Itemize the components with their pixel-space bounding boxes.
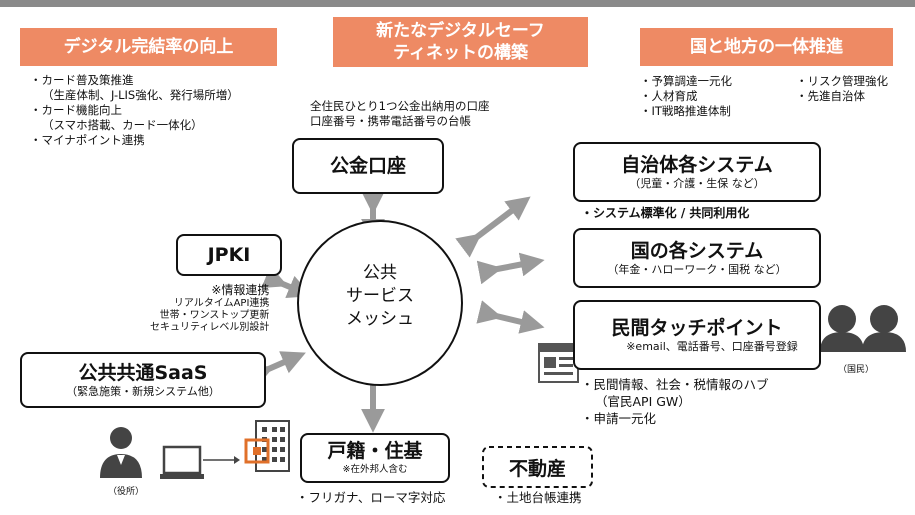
office-label: （役所） — [108, 487, 145, 497]
arrow-saas-hub — [247, 351, 306, 388]
laptop-icon — [160, 445, 204, 479]
header-digital-completion: デジタル完結率の向上 — [20, 28, 277, 66]
center-note: 全住民ひとり1つ公金出納用の口座 口座番号・携帯電話番号の台帳 — [310, 99, 490, 128]
citizen-icon — [820, 305, 906, 352]
top-bar — [0, 0, 915, 7]
minkan-box: 民間タッチポイント ※email、電話番号、口座番号登録 — [573, 300, 821, 370]
header-national-local: 国と地方の一体推進 — [640, 28, 893, 66]
kuni-box: 国の各システム （年金・ハローワーク・国税 など） — [573, 228, 821, 288]
hub-circle — [297, 220, 463, 386]
arrow-hub-minkan — [476, 300, 545, 334]
minkan-notes: ・民間情報、社会・税情報のハブ （官民API GW） ・申請一元化 — [581, 377, 769, 426]
fudosan-dashed-border — [482, 446, 593, 488]
jichitai-box: 自治体各システム （児童・介護・生保 など） — [573, 142, 821, 202]
koukin-box: 公金口座 — [292, 138, 444, 194]
fudosan-note: ・土地台帳連携 — [494, 490, 582, 505]
arrow-hub-jichitai — [455, 196, 531, 258]
right-notes-col2: ・リスク管理強化 ・先進自治体 — [796, 74, 888, 103]
saas-box: 公共共通SaaS （緊急施策・新規システム他） — [20, 352, 266, 408]
koseki-box: 戸籍・住基 ※在外邦人含む — [300, 433, 450, 483]
office-worker-icon — [100, 427, 142, 478]
left-notes: ・カード普及策推進 （生産体制、J-LIS強化、発行場所増） ・カード機能向上 … — [30, 73, 239, 147]
hub-label: 公共 サービス メッシュ — [346, 263, 414, 329]
header-safety-net: 新たなデジタルセーフティネットの構築 — [333, 17, 588, 67]
right-notes-col1: ・予算調達一元化 ・人材育成 ・IT戦略推進体制 — [640, 74, 732, 118]
jichitai-note: ・システム標準化 / 共同利用化 — [581, 206, 750, 220]
arrow-hub-kuni — [476, 252, 545, 285]
building-icon — [244, 420, 290, 472]
koseki-note: ・フリガナ、ローマ字対応 — [296, 490, 446, 505]
jpki-box: JPKI — [176, 234, 282, 276]
info-link-notes: ※情報連携 リアルタイムAPI連携 世帯・ワンストップ更新 セキュリティレベル別… — [150, 283, 270, 333]
citizen-label: （国民） — [838, 365, 875, 375]
fudosan-box: 不動産 — [508, 457, 566, 480]
